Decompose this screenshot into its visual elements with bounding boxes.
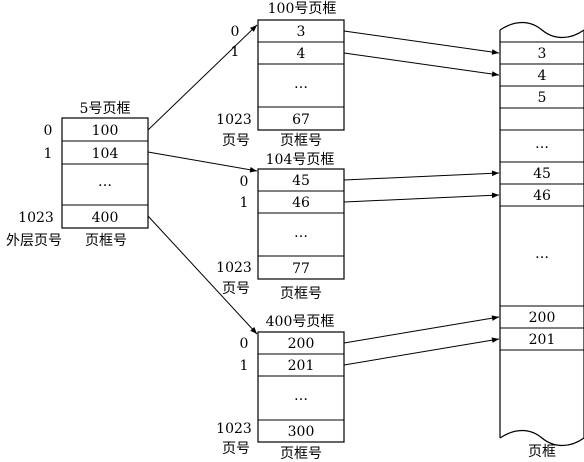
inner-page-index: 1 bbox=[231, 44, 240, 60]
outer-table-box bbox=[61, 117, 149, 229]
outer-frame-cell: 104 bbox=[92, 146, 119, 162]
inner-page-index: 1023 bbox=[216, 421, 252, 437]
arrow-frame-201 bbox=[343, 337, 500, 366]
inner-index-label: 页号 bbox=[222, 281, 250, 297]
outer-index-label: 外层页号 bbox=[6, 233, 62, 249]
inner-ellipsis: … bbox=[294, 225, 308, 241]
arrow-frame-46 bbox=[343, 192, 500, 203]
outer-frame-label: 页框号 bbox=[85, 233, 127, 249]
inner-frame-cell: 3 bbox=[297, 24, 306, 40]
memory-frame-cell: 4 bbox=[538, 68, 547, 84]
memory-ellipsis: … bbox=[535, 246, 549, 262]
memory-frame-cell: 45 bbox=[533, 166, 551, 182]
inner-table-title: 104号页框 bbox=[266, 152, 335, 168]
inner-table-box bbox=[257, 19, 345, 131]
outer-ellipsis: … bbox=[98, 174, 112, 190]
inner-page-index: 1 bbox=[240, 358, 249, 374]
inner-page-index: 1 bbox=[240, 195, 249, 211]
outer-to-inner-arrows bbox=[147, 24, 258, 335]
outer-frame-cell: 100 bbox=[92, 123, 119, 139]
inner-frame-label: 页框号 bbox=[280, 286, 322, 302]
inner-table-box bbox=[257, 331, 345, 443]
inner-page-index: 0 bbox=[240, 336, 249, 352]
inner-frame-cell: 200 bbox=[288, 336, 315, 352]
outer-page-index: 0 bbox=[44, 123, 53, 139]
memory-top-break bbox=[499, 21, 584, 39]
inner-ellipsis: … bbox=[294, 76, 308, 92]
arrow-400 bbox=[147, 215, 258, 335]
inner-frame-cell: 4 bbox=[297, 46, 306, 62]
memory-frame-cell: 200 bbox=[529, 310, 556, 326]
inner-page-table-100: 100号页框 3 4 … 67 0 1 1023 页号 页框号 bbox=[216, 1, 345, 149]
physical-memory: 3 4 5 … 45 46 … 200 201 页框 bbox=[499, 21, 584, 460]
inner-to-memory-arrows bbox=[343, 30, 500, 366]
inner-table-title: 400号页框 bbox=[266, 314, 335, 330]
memory-frame-cell: 201 bbox=[529, 332, 556, 348]
inner-frame-cell: 77 bbox=[292, 261, 310, 277]
outer-page-table: 5号页框 100 104 … 400 0 1 1023 外层页号 页框号 bbox=[6, 101, 149, 249]
arrow-frame-200 bbox=[343, 315, 500, 344]
arrow-100 bbox=[147, 24, 258, 131]
inner-page-index: 0 bbox=[231, 24, 240, 40]
outer-page-index: 1 bbox=[44, 146, 53, 162]
outer-table-title: 5号页框 bbox=[80, 101, 131, 117]
inner-table-title: 100号页框 bbox=[268, 1, 337, 17]
memory-bottom-break bbox=[499, 429, 584, 447]
inner-frame-cell: 67 bbox=[292, 112, 310, 128]
arrow-104 bbox=[147, 151, 258, 173]
inner-page-index: 0 bbox=[240, 174, 249, 190]
inner-frame-cell: 46 bbox=[292, 195, 310, 211]
memory-frame-cell: 5 bbox=[538, 90, 547, 106]
inner-frame-cell: 201 bbox=[288, 358, 315, 374]
arrow-frame-4 bbox=[343, 52, 500, 77]
inner-page-table-104: 104号页框 45 46 … 77 0 1 1023 页号 页框号 bbox=[216, 152, 345, 302]
memory-frame-cell: 3 bbox=[538, 46, 547, 62]
outer-frame-cell: 400 bbox=[92, 210, 119, 226]
inner-page-index: 1023 bbox=[216, 260, 252, 276]
memory-ellipsis: … bbox=[535, 136, 549, 152]
inner-index-label: 页号 bbox=[222, 133, 250, 149]
inner-frame-cell: 300 bbox=[288, 424, 315, 440]
inner-frame-label: 页框号 bbox=[280, 446, 322, 462]
inner-ellipsis: … bbox=[294, 388, 308, 404]
inner-frame-cell: 45 bbox=[292, 173, 310, 189]
inner-page-index: 1023 bbox=[216, 112, 252, 128]
inner-table-box bbox=[257, 168, 345, 280]
inner-frame-label: 页框号 bbox=[280, 133, 322, 149]
inner-page-table-400: 400号页框 200 201 … 300 0 1 1023 页号 页框号 bbox=[216, 314, 345, 462]
arrow-frame-3 bbox=[343, 30, 500, 55]
arrow-frame-45 bbox=[343, 170, 500, 181]
outer-page-index: 1023 bbox=[18, 210, 54, 226]
memory-label: 页框 bbox=[528, 444, 556, 460]
memory-frame-cell: 46 bbox=[533, 188, 551, 204]
inner-index-label: 页号 bbox=[222, 441, 250, 457]
